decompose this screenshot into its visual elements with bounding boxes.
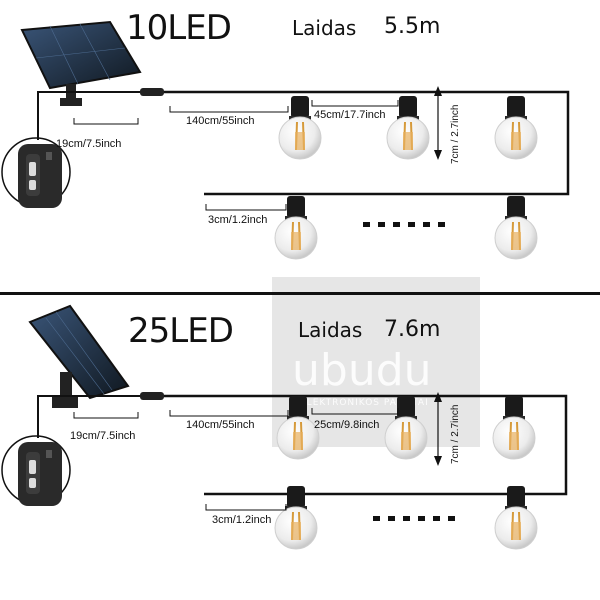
bottom-bulb-dim: 3cm/1.2inch (212, 514, 272, 526)
top-lead-dim: 140cm/55inch (186, 115, 255, 127)
bottom-panel-dim: 19cm/7.5inch (70, 430, 136, 442)
section-divider (0, 292, 600, 295)
top-height-dim: 7cm / 2.7inch (450, 104, 461, 164)
bottom-height-dim: 7cm / 2.7inch (450, 404, 461, 464)
bottom-lead-dim: 140cm/55inch (186, 419, 255, 431)
bottom-diagram (1, 304, 568, 550)
top-solar-panel (20, 20, 142, 90)
top-cable-length: 5.5m (384, 14, 441, 39)
bottom-cable-label: Laidas (298, 318, 363, 342)
bottom-cable-length: 7.6m (384, 317, 441, 342)
top-panel-dim: 19cm/7.5inch (56, 138, 122, 150)
bottom-solar-panel (28, 304, 130, 400)
watermark-brand: ubudu (292, 345, 432, 396)
bottom-title: 25LED (128, 311, 234, 351)
top-bulb (278, 95, 322, 160)
top-spacing-dim: 45cm/17.7inch (314, 109, 386, 121)
bottom-bulb (276, 395, 320, 460)
bottom-spacing-dim: 25cm/9.8inch (314, 419, 380, 431)
top-diagram (1, 20, 570, 260)
watermark-sub: ELEKTRONIKOS PAMATAI (300, 398, 429, 408)
top-cable-label: Laidas (292, 16, 357, 40)
top-bulb-dim: 3cm/1.2inch (208, 214, 268, 226)
top-title: 10LED (126, 8, 232, 48)
